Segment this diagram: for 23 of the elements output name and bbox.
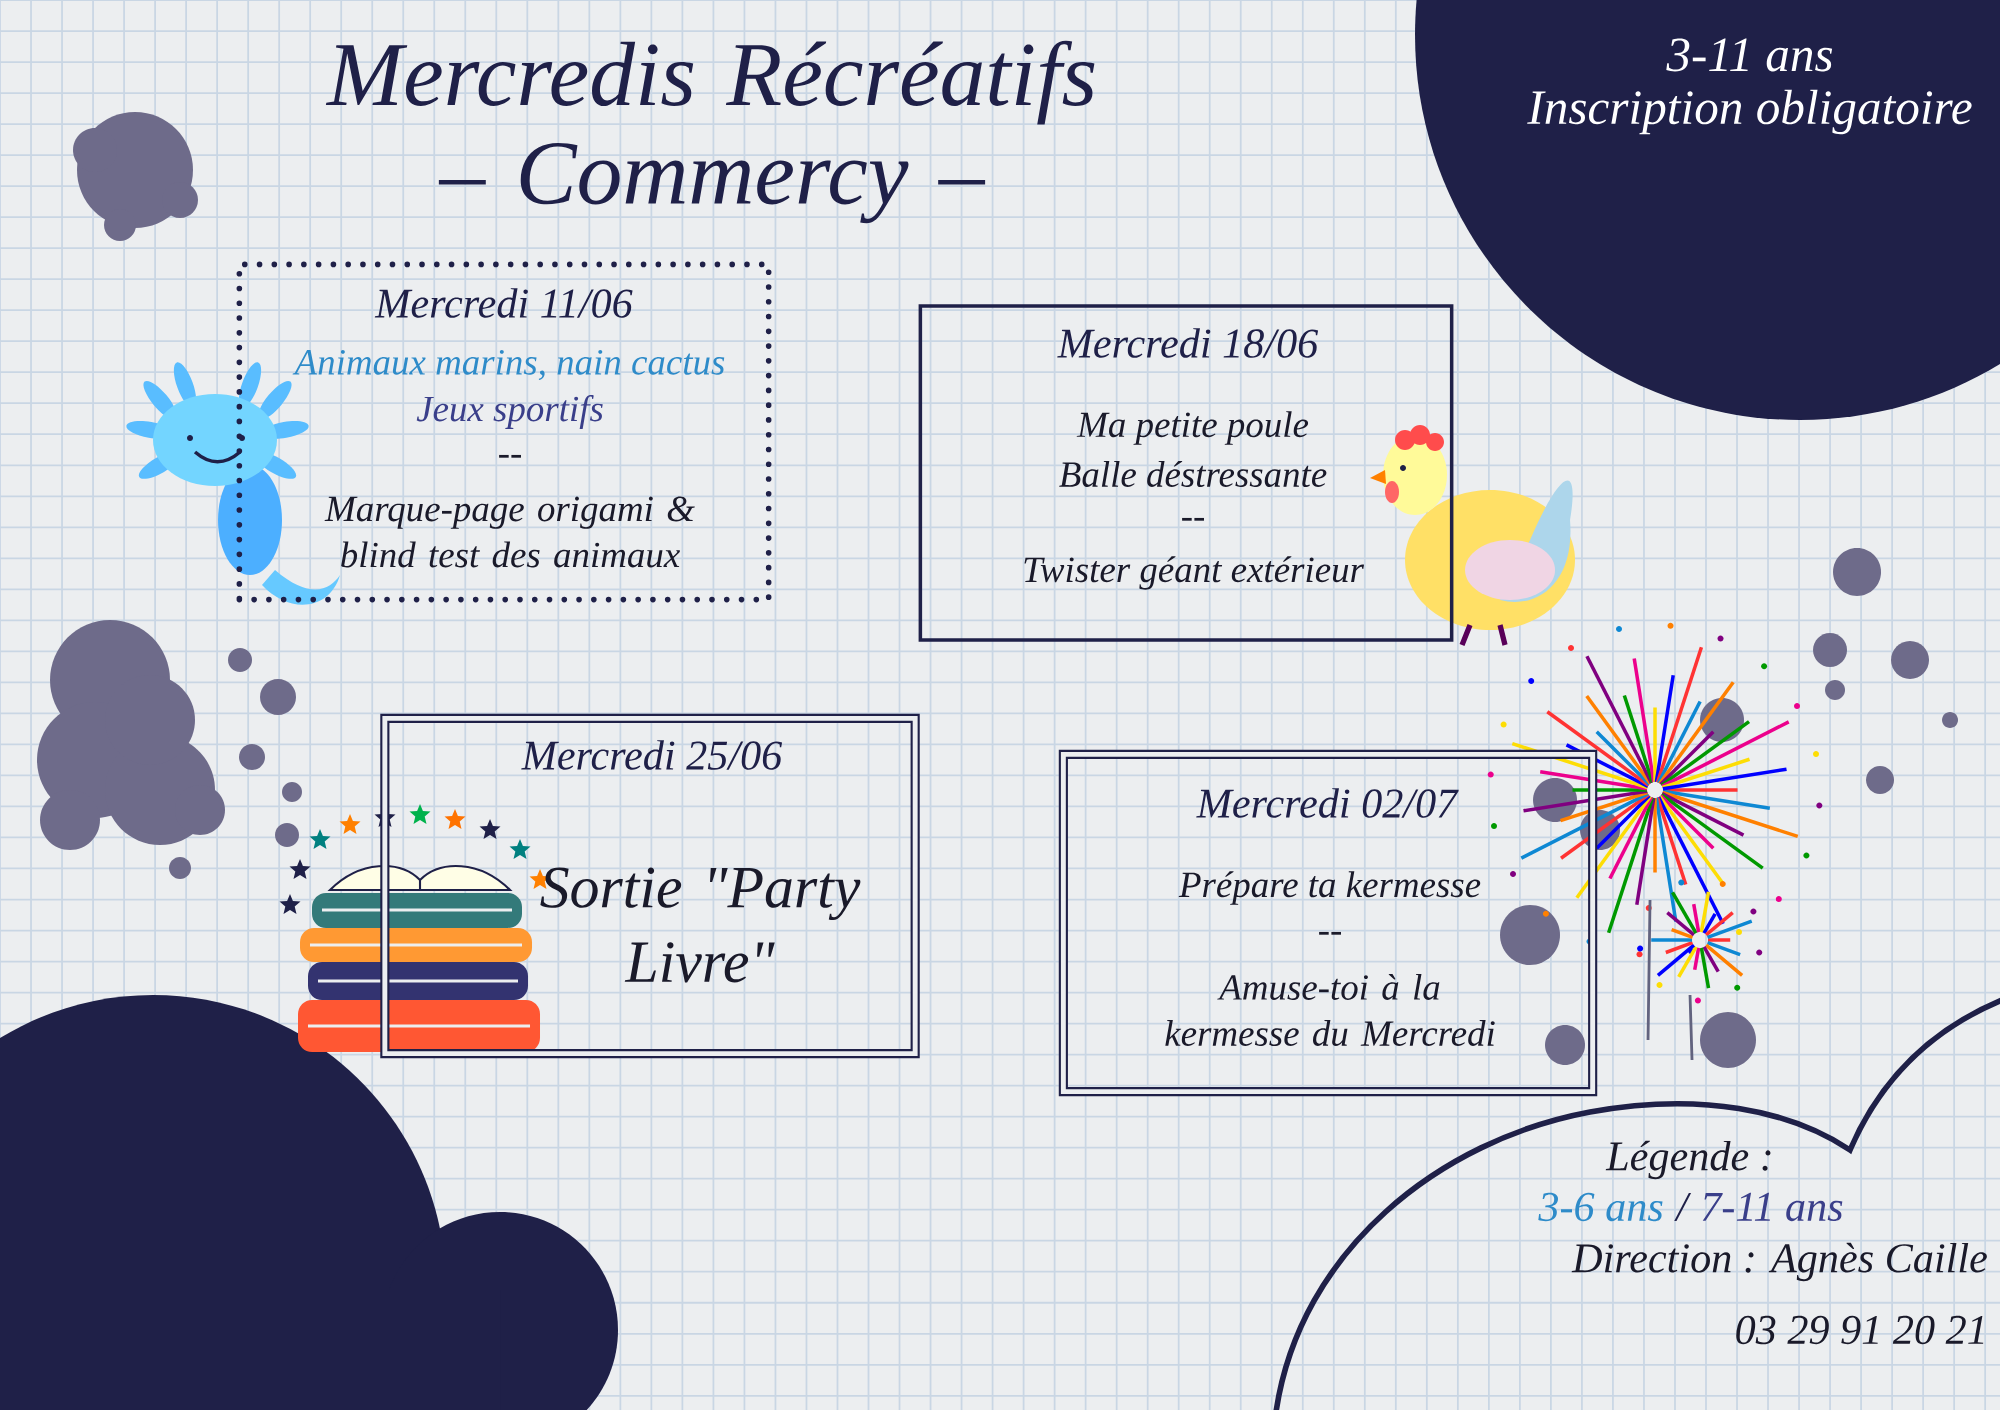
- legend-entry: 7-11 ans: [1702, 1192, 1843, 1222]
- phone-number: 03 29 91 20 21: [1736, 1315, 1984, 1345]
- activity-text: Jeux sportifs: [416, 395, 603, 429]
- title: Mercredis Récréatifs – Commercy –: [325, 40, 1095, 224]
- separator-text: /: [1674, 1192, 1692, 1222]
- activity-text: Marque-page origami & blind test des animaux: [324, 496, 695, 568]
- legend-heading: Légende :: [1605, 1140, 1771, 1180]
- activity-text: Balle déstressante: [1059, 461, 1327, 487]
- activity-text: Ma petite poule: [1076, 411, 1309, 445]
- date-heading: Mercredi 18/06: [1057, 328, 1319, 358]
- activity-text: Amuse-toi à la kermesse du Mercredi: [1165, 973, 1495, 1047]
- activity-text: Sortie "Party Livre": [540, 867, 861, 983]
- direction-text: Direction : Agnès Caille: [1571, 1242, 1987, 1282]
- activity-text: Twister géant extérieur: [1024, 556, 1365, 590]
- activity-text: Animaux marins, nain cactus: [292, 349, 725, 381]
- activity-text: Prépare ta kermesse: [1178, 871, 1481, 905]
- separator-text: --: [499, 454, 521, 458]
- date-heading: Mercredi 25/06: [521, 740, 783, 770]
- separator-text: --: [1182, 517, 1204, 521]
- date-heading: Mercredi 11/06: [374, 288, 633, 318]
- date-heading: Mercredi 02/07: [1196, 788, 1459, 818]
- separator-text: --: [1319, 931, 1341, 935]
- legend-entry: 3-6 ans: [1538, 1192, 1663, 1222]
